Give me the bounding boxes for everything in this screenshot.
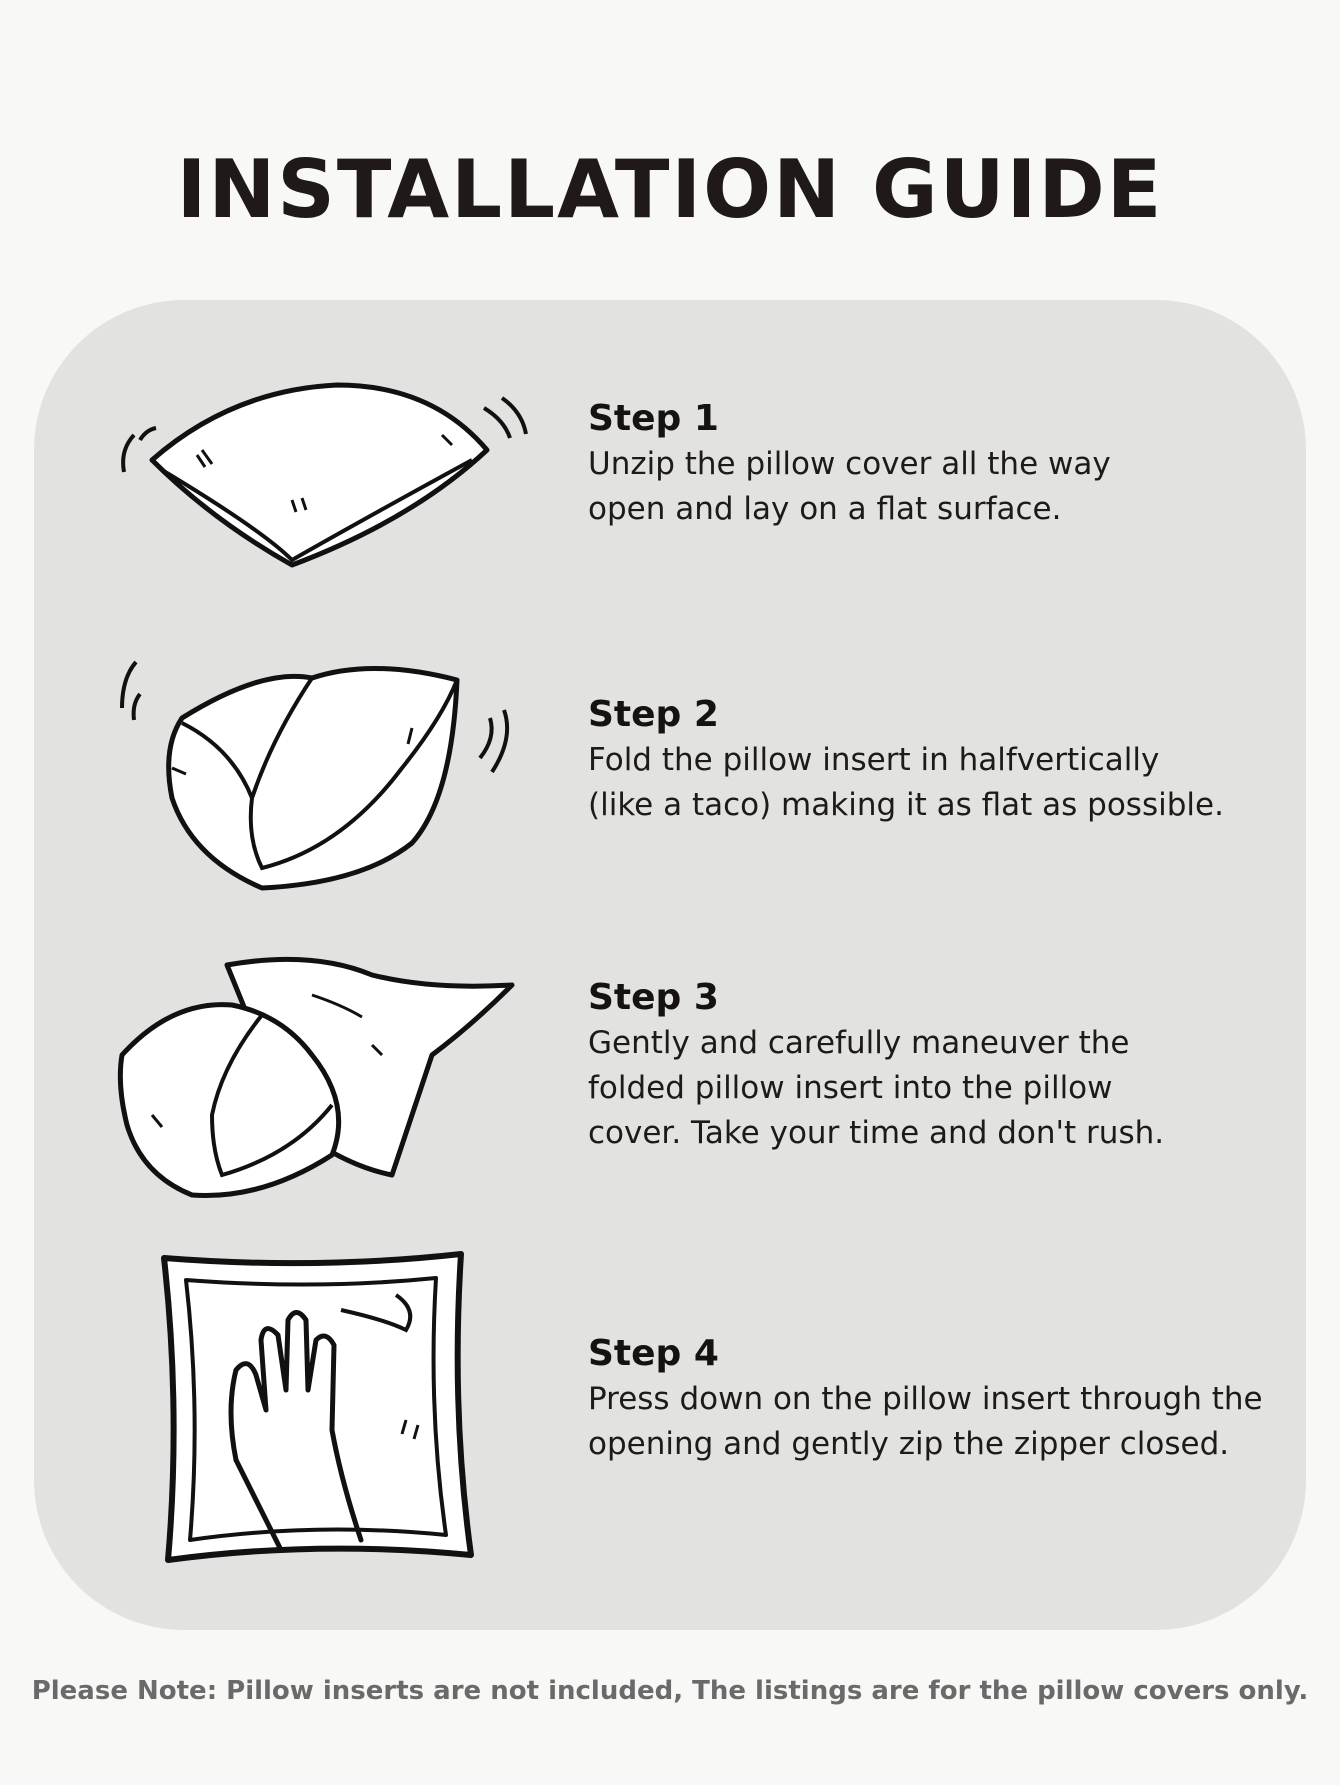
step-2-title: Step 2	[588, 694, 719, 735]
step-1: Step 1 Unzip the pillow cover all the wa…	[588, 396, 1288, 532]
step-4: Step 4 Press down on the pillow insert t…	[588, 1331, 1288, 1467]
disclaimer-note: Please Note: Pillow inserts are not incl…	[31, 1676, 1309, 1706]
step-1-title: Step 1	[588, 398, 719, 439]
press-and-zip-illustration	[156, 1250, 486, 1580]
step-2: Step 2 Fold the pillow insert in halfver…	[588, 692, 1288, 828]
insert-into-cover-illustration	[112, 945, 532, 1215]
step-2-text: Fold the pillow insert in halfvertically…	[588, 742, 1224, 823]
folded-pillow-insert-illustration	[112, 648, 532, 898]
step-4-title: Step 4	[588, 1333, 719, 1374]
step-1-text: Unzip the pillow cover all the way open …	[588, 446, 1111, 527]
step-3-text: Gently and carefully maneuver the folded…	[588, 1025, 1165, 1151]
step-3-title: Step 3	[588, 977, 719, 1018]
step-3: Step 3 Gently and carefully maneuver the…	[588, 975, 1288, 1156]
open-pillow-cover-illustration	[112, 380, 532, 580]
step-4-text: Press down on the pillow insert through …	[588, 1381, 1263, 1462]
page-title: INSTALLATION GUIDE	[176, 143, 1164, 236]
